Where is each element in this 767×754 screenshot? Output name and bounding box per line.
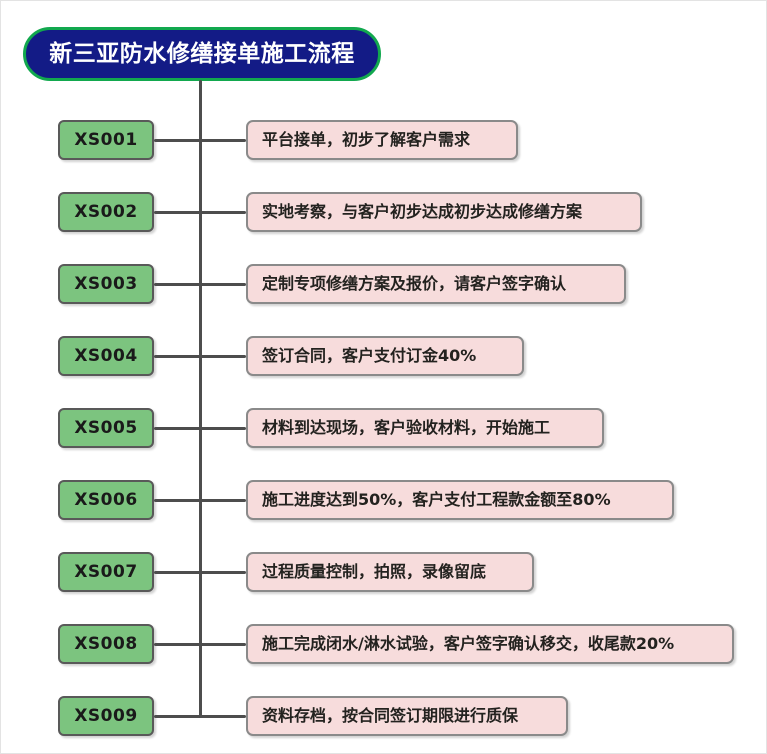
branch-connector-left [154,283,202,286]
step-code-label: XS003 [74,273,138,294]
branch-connector-left [154,643,202,646]
step-code-label: XS009 [74,705,138,726]
step-code-box[interactable]: XS006 [58,480,154,520]
step-code-label: XS006 [74,489,138,510]
step-code-box[interactable]: XS008 [58,624,154,664]
branch-connector-right [199,355,246,358]
step-description-box[interactable]: 定制专项修缮方案及报价，请客户签字确认 [246,264,626,304]
branch-connector-right [199,139,246,142]
branch-connector-right [199,283,246,286]
step-description-label: 实地考察，与客户初步达成初步达成修缮方案 [262,202,583,221]
step-code-label: XS004 [74,345,138,366]
branch-connector-left [154,211,202,214]
step-description-box[interactable]: 平台接单，初步了解客户需求 [246,120,518,160]
branch-connector-right [199,499,246,502]
step-code-box[interactable]: XS001 [58,120,154,160]
step-code-box[interactable]: XS003 [58,264,154,304]
step-code-label: XS007 [74,561,138,582]
step-description-box[interactable]: 材料到达现场，客户验收材料，开始施工 [246,408,604,448]
page-title: 新三亚防水修缮接单施工流程 [49,40,355,67]
step-code-label: XS008 [74,633,138,654]
step-description-box[interactable]: 施工完成闭水/淋水试验，客户签字确认移交，收尾款20% [246,624,734,664]
branch-connector-left [154,715,202,718]
branch-connector-right [199,571,246,574]
step-code-label: XS002 [74,201,138,222]
step-code-box[interactable]: XS002 [58,192,154,232]
branch-connector-left [154,355,202,358]
step-code-box[interactable]: XS009 [58,696,154,736]
step-description-box[interactable]: 施工进度达到50%，客户支付工程款金额至80% [246,480,674,520]
step-description-label: 签订合同，客户支付订金40% [262,346,477,365]
step-description-label: 定制专项修缮方案及报价，请客户签字确认 [262,274,567,293]
branch-connector-left [154,427,202,430]
step-code-box[interactable]: XS005 [58,408,154,448]
step-description-box[interactable]: 实地考察，与客户初步达成初步达成修缮方案 [246,192,642,232]
branch-connector-right [199,715,246,718]
step-description-label: 施工完成闭水/淋水试验，客户签字确认移交，收尾款20% [262,634,675,653]
step-code-box[interactable]: XS004 [58,336,154,376]
branch-connector-left [154,139,202,142]
step-description-box[interactable]: 签订合同，客户支付订金40% [246,336,524,376]
step-description-label: 平台接单，初步了解客户需求 [262,130,471,149]
branch-connector-left [154,571,202,574]
branch-connector-right [199,427,246,430]
branch-connector-left [154,499,202,502]
step-description-label: 过程质量控制，拍照，录像留底 [262,562,487,581]
branch-connector-right [199,643,246,646]
step-description-label: 资料存档，按合同签订期限进行质保 [262,706,519,725]
step-description-label: 材料到达现场，客户验收材料，开始施工 [262,418,551,437]
step-code-label: XS005 [74,417,138,438]
step-description-label: 施工进度达到50%，客户支付工程款金额至80% [262,490,611,509]
trunk-connector-line [199,80,202,717]
step-code-box[interactable]: XS007 [58,552,154,592]
flowchart-title-node: 新三亚防水修缮接单施工流程 [23,27,381,81]
step-description-box[interactable]: 资料存档，按合同签订期限进行质保 [246,696,568,736]
step-description-box[interactable]: 过程质量控制，拍照，录像留底 [246,552,534,592]
step-code-label: XS001 [74,129,138,150]
branch-connector-right [199,211,246,214]
